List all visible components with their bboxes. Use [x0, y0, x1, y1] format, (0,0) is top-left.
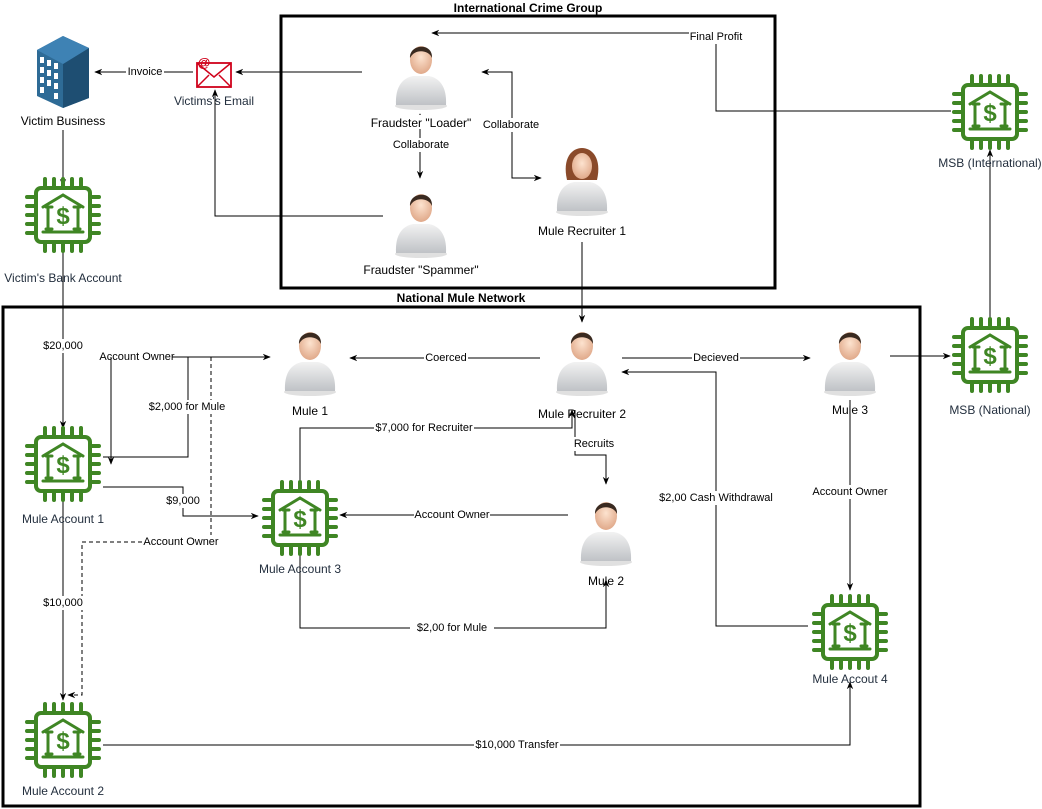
victims-bank-icon: [25, 177, 101, 253]
msb-international-label: MSB (International): [938, 156, 1041, 170]
edge-dashed-owner-account2: [67, 541, 142, 699]
email-icon: @: [196, 55, 232, 88]
label-collaborate-2: Collaborate: [483, 119, 539, 131]
label-account-owner-3: Account Owner: [812, 486, 888, 498]
mule-account-3-label: Mule Account 3: [259, 562, 341, 576]
svg-text:@: @: [198, 55, 211, 70]
mule-account-2-icon: [25, 702, 101, 778]
label-account-owner-dashed: Account Owner: [143, 536, 219, 548]
mule-recruiter-1-icon: [556, 148, 608, 216]
mule-account-2-label: Mule Account 2: [22, 784, 104, 798]
mule-account-4-icon: [812, 594, 888, 670]
fraudster-loader-label: Fraudster "Loader": [371, 116, 472, 130]
victims-email-label: Victims's Email: [174, 94, 254, 108]
label-20000: $20,000: [43, 340, 83, 352]
mule-3-label: Mule 3: [832, 403, 868, 417]
mule-2-label: Mule 2: [588, 574, 624, 588]
international-group-title: International Crime Group: [454, 1, 603, 15]
label-cash-withdrawal: $2,00 Cash Withdrawal: [659, 492, 773, 504]
mule-recruiter-2-icon: [556, 332, 608, 396]
label-account-owner-2: Account Owner: [414, 509, 490, 521]
edge-200-for-mule: [299, 552, 610, 629]
edge-2000-for-mule: [103, 357, 189, 458]
mule-recruiter-2-label: Mule Recruiter 2: [538, 407, 626, 421]
edge-10000-transfer: [103, 681, 854, 746]
victims-bank-label: Victim's Bank Account: [4, 271, 122, 285]
fraudster-spammer-icon: [395, 194, 447, 258]
label-invoice: Invoice: [128, 66, 163, 78]
international-crime-group-box: [279, 14, 777, 290]
mule-1-icon: [284, 332, 336, 396]
label-9000: $9,000: [166, 495, 200, 507]
edge-spammer-to-email: [211, 89, 383, 217]
mule-1-label: Mule 1: [292, 404, 328, 418]
label-decieved: Decieved: [693, 352, 739, 364]
mule-2-icon: [580, 502, 632, 566]
label-collaborate-1: Collaborate: [393, 139, 449, 151]
msb-national-icon: [952, 317, 1028, 393]
mule-account-1-icon: [25, 426, 101, 502]
label-10000-transfer: $10,000 Transfer: [475, 739, 559, 751]
label-coerced: Coerced: [425, 352, 467, 364]
mule-recruiter-1-label: Mule Recruiter 1: [538, 224, 626, 238]
msb-national-label: MSB (National): [949, 403, 1030, 417]
edge-labels: Invoice Collaborate Collaborate Final Pr…: [42, 30, 888, 752]
national-group-title: National Mule Network: [397, 291, 526, 305]
label-10000: $10,000: [43, 597, 83, 609]
edge-final-profit: [431, 29, 951, 112]
label-account-owner-1: Account Owner: [99, 351, 175, 363]
msb-international-icon: [952, 74, 1028, 150]
label-2000-for-mule: $2,000 for Mule: [149, 401, 225, 413]
fraudster-spammer-label: Fraudster "Spammer": [363, 263, 478, 277]
mule-account-3-icon: [262, 480, 338, 556]
fraudster-loader-icon: [395, 46, 447, 110]
label-7000-for-recruiter: $7,000 for Recruiter: [375, 422, 473, 434]
mule-account-4-label: Mule Accout 4: [812, 672, 888, 686]
label-final-profit: Final Profit: [690, 31, 743, 43]
edge-recruits: [574, 410, 610, 485]
label-recruits: Recruits: [574, 438, 615, 450]
mule-3-icon: [824, 332, 876, 396]
label-200-for-mule: $2,00 for Mule: [417, 622, 487, 634]
building-icon: [37, 36, 89, 108]
mule-account-1-label: Mule Account 1: [22, 512, 104, 526]
national-mule-network-box: [1, 305, 922, 808]
victim-business-label: Victim Business: [21, 114, 105, 128]
